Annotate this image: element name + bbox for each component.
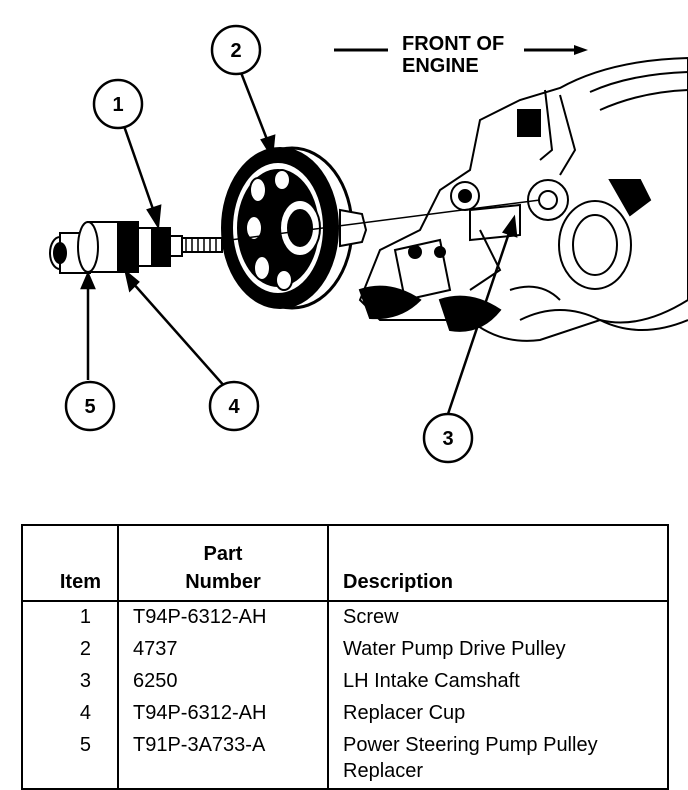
part-number-cell: 6250 [117, 666, 329, 698]
svg-text:FRONT OF: FRONT OF [402, 33, 504, 55]
item-cell: 2 [21, 634, 119, 666]
callout-5: 5 [64, 380, 116, 432]
installation-diagram: FRONT OF ENGINE [49, 24, 688, 464]
item-cell: 1 [21, 601, 119, 634]
callout-4: 4 [208, 380, 260, 432]
svg-text:5: 5 [84, 396, 95, 418]
description-cell: Replacer Cup [327, 698, 669, 730]
description-cell: Screw [327, 601, 669, 634]
item-cell: 5 [21, 730, 119, 789]
header-item: Item [21, 525, 119, 602]
item-cell: 3 [21, 666, 119, 698]
svg-text:ENGINE: ENGINE [402, 55, 479, 77]
svg-text:2: 2 [230, 40, 241, 62]
centerline [229, 199, 541, 241]
water-pump-drive-pulley [221, 146, 368, 310]
part-number-cell: T94P-6312-AH [117, 601, 329, 634]
table-row: 5 T91P-3A733-A Power Steering Pump Pulle… [21, 730, 669, 789]
engine-assembly [358, 56, 688, 342]
svg-text:1: 1 [112, 94, 123, 116]
description-cell: LH Intake Camshaft [327, 666, 669, 698]
table-row: 4 T94P-6312-AH Replacer Cup [21, 698, 669, 730]
callout-2: 2 [210, 24, 262, 76]
table-row: 1 T94P-6312-AH Screw [21, 601, 669, 634]
part-number-cell: 4737 [117, 634, 329, 666]
replacer-tool [49, 221, 223, 274]
part-number-cell: T91P-3A733-A [117, 730, 329, 789]
svg-text:4: 4 [228, 396, 240, 418]
callout-3: 3 [422, 412, 474, 464]
description-cell: Water Pump Drive Pulley [327, 634, 669, 666]
table-row: 2 4737 Water Pump Drive Pulley [21, 634, 669, 666]
table-row: 3 6250 LH Intake Camshaft [21, 666, 669, 698]
svg-text:3: 3 [442, 428, 453, 450]
front-of-engine-label: FRONT OF ENGINE [334, 33, 588, 77]
header-description: Description [327, 525, 669, 602]
item-cell: 4 [21, 698, 119, 730]
part-number-cell: T94P-6312-AH [117, 698, 329, 730]
callout-1: 1 [92, 78, 144, 130]
leader-lines [80, 69, 518, 415]
